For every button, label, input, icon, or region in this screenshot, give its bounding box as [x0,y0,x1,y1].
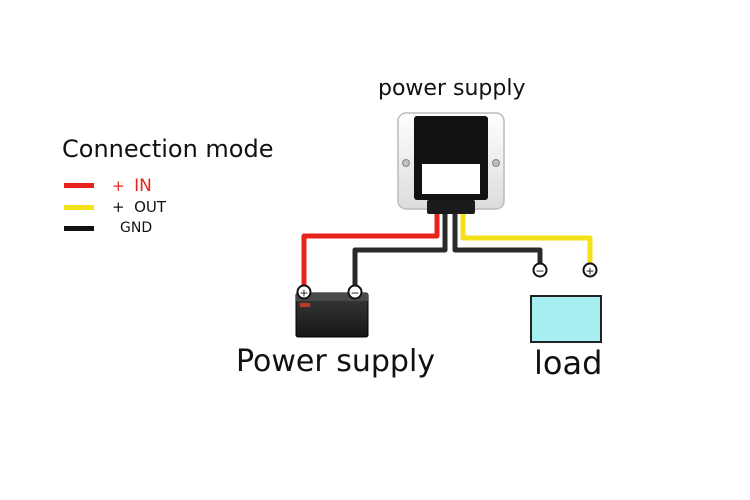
legend-swatch-gnd [64,226,94,231]
wires [301,212,593,290]
legend-item-gnd: GND [120,220,152,236]
load-box [530,295,602,343]
legend-sign-out: + [112,198,125,216]
wire-in-positive [301,212,440,290]
legend-label-in: IN [134,176,152,196]
wire-in-ground [352,212,448,290]
legend-sign-in: + [112,177,125,195]
load-minus-terminal-icon: − [532,262,548,278]
load-label: load [534,344,603,382]
terminals: + − − + [296,262,598,300]
legend-label-gnd: GND [120,220,153,236]
svg-text:+: + [299,287,308,300]
legend-title: Connection mode [62,135,274,163]
svg-text:−: − [535,265,544,278]
legend-item-out: + OUT [112,198,166,216]
mount-hole-left-icon [402,159,410,167]
power-converter-module [397,112,505,214]
wire-out-positive [460,212,593,270]
battery-label: Power supply [236,344,436,379]
svg-text:+: + [585,265,594,278]
wire-out-ground [452,212,543,270]
converter-title: power supply [378,76,526,101]
battery-minus-terminal-icon: − [347,284,363,300]
mount-hole-right-icon [492,159,500,167]
svg-text:−: − [350,287,359,300]
legend-swatch-in [64,183,94,188]
legend-label-out: OUT [134,198,167,216]
load-plus-terminal-icon: + [582,262,598,278]
battery-plus-terminal-icon: + [296,284,312,300]
legend-swatch-out [64,205,94,210]
legend-item-in: + IN [112,176,152,196]
